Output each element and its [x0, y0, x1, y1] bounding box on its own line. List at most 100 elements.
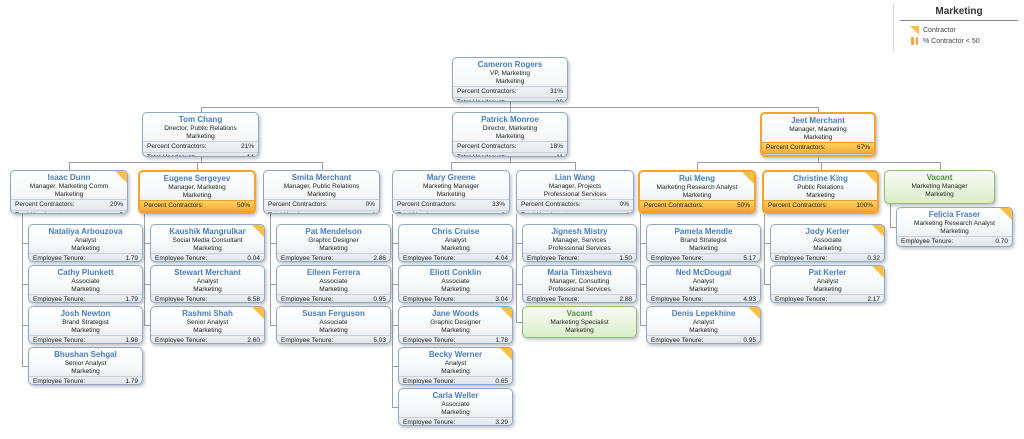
employee-department: Marketing [940, 228, 969, 235]
employee-department: Marketing [813, 245, 842, 252]
stat-row: Employee Tenure:0.95 [277, 294, 390, 302]
stat-label: Employee Tenure: [403, 337, 456, 344]
connector-line [22, 284, 28, 285]
legend-item-label: Contractor [923, 27, 956, 34]
stat-row: Employee Tenure:1.79 [29, 253, 142, 261]
stat-label: Employee Tenure: [281, 337, 334, 344]
stat-label: Employee Tenure: [155, 255, 208, 262]
stat-value: 1.79 [125, 296, 138, 303]
employee-department: Marketing [193, 245, 222, 252]
stat-row: Employee Tenure:2.88 [523, 294, 636, 302]
connector-line [392, 214, 393, 407]
connector-line [322, 162, 323, 170]
employee-title: Marketing Research Analyst [656, 184, 738, 191]
employee-name: Patrick Monroe [481, 115, 539, 124]
connector-line [392, 325, 398, 326]
percent-contractors-row-highlighted: Percent Contractors:50% [140, 200, 254, 212]
employee-name: Chris Cruise [431, 227, 480, 236]
stat-value: 14 [247, 154, 254, 156]
stat-label: Employee Tenure: [281, 255, 334, 262]
percent-bars-icon [910, 37, 919, 45]
employee-title: Manager, Marketing Comm [29, 183, 109, 190]
stat-label: Employee Tenure: [403, 296, 456, 303]
employee-name: Denis Lepekhine [671, 309, 736, 318]
contractor-flag-icon [500, 348, 512, 360]
employee-name: Stewart Merchant [174, 268, 241, 277]
stat-value: 3.04 [495, 296, 508, 303]
contractor-flag-icon [115, 171, 127, 183]
stat-row: Percent Contractors:20% [11, 199, 127, 210]
connector-line [764, 214, 765, 284]
stat-row: Employee Tenure:2.60 [151, 335, 264, 343]
employee-department: Marketing [71, 245, 100, 252]
stat-value: 5.03 [373, 337, 386, 344]
employee-name: Rashmi Shah [182, 309, 233, 318]
contractor-flag-icon [872, 266, 884, 278]
stat-row: Total Headcount:4 [264, 210, 379, 213]
employee-title: Brand Strategist [62, 319, 109, 326]
stat-label: Employee Tenure: [33, 296, 86, 303]
contractor-flag-icon [742, 172, 754, 184]
stat-value: 2.86 [373, 255, 386, 262]
employee-title: Brand Strategist [680, 237, 727, 244]
stat-label: Employee Tenure: [403, 378, 456, 385]
connector-line [818, 107, 819, 112]
stat-label: Percent Contractors: [457, 143, 517, 150]
employee-department: Marketing [495, 133, 525, 140]
stat-label: Total Headcount: [147, 154, 196, 156]
stat-label: Employee Tenure: [527, 255, 580, 262]
stat-row: Total Headcount: 14 [143, 152, 258, 156]
employee-name: Carla Weller [432, 391, 479, 400]
stat-label: Employee Tenure: [775, 255, 828, 262]
legend-title: Marketing [900, 6, 1018, 21]
employee-name: Cameron Rogers [477, 60, 543, 69]
employee-department: Marketing [71, 286, 100, 293]
employee-department: Marketing [813, 286, 842, 293]
stat-row: Employee Tenure:0.04 [151, 253, 264, 262]
legend-item-contractor: Contractor [910, 26, 1018, 35]
employee-department: Marketing [441, 286, 470, 293]
employee-department: Marketing [441, 245, 470, 252]
stat-label: Employee Tenure: [651, 296, 704, 303]
employee-name: Pat Kerler [808, 268, 847, 277]
